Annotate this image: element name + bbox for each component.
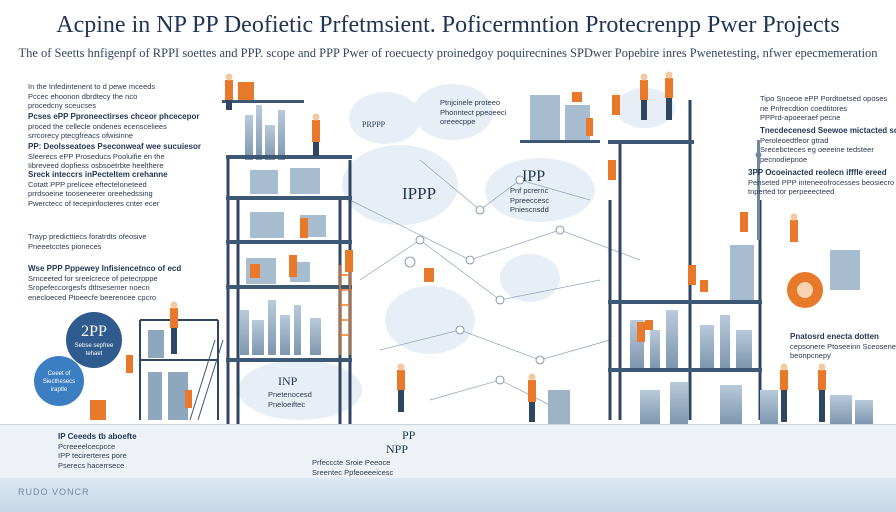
left-block-2-line: srrcorecy ptecgfreacs ofwisinne (28, 131, 134, 140)
right-block-3-line: Penseted PPP inteneeofrocesses beosiecro (748, 177, 895, 187)
left-skyline (240, 105, 321, 355)
left-block-6: Wse PPP Pppewey Infisiencetnco of ecd Sr… (28, 264, 181, 302)
ground-mid-npp: NPP (386, 442, 409, 456)
right-block-2-heading: Tnecdecenesd Seewoe mictacted scope (760, 126, 896, 135)
left-block-4-heading: Sreck inteccrs inPecteltem crehanne (28, 170, 168, 179)
ground-orange (90, 82, 582, 420)
network-lines (349, 159, 641, 411)
cloud-left-line: oreeecppe (440, 117, 476, 126)
left-block-4-line: Pwerctecc of tecepinfocteres cnter ecer (28, 198, 160, 208)
right-block-2-line: Srecebcteces eg oeeeine tedsteer (760, 145, 874, 154)
left-block-1-line: procedcny sceucses (28, 101, 96, 110)
left-block-4-line: Cotatt PPP prelicee eftecteloneteed (28, 179, 147, 189)
page-title: Acpine in NP PP Deofietic Prfetmsient. P… (56, 12, 840, 38)
footer-logo: RUDO VONCR (18, 487, 90, 497)
ground-mid-line: Prfecccte Sroie Peeoce (312, 458, 391, 467)
cloud-left-label: Ptnjcinele proteeo Phonntect ppeoeeci or… (440, 98, 506, 127)
ground-mid-line: Sreentec Ppfeoeeeicesc (312, 467, 394, 477)
badge-2pp: 2PP Sebse sepfree tehaet (66, 312, 122, 368)
left-block-5-line: Trayp predicttiecs foratrdts ofeosive (28, 232, 147, 241)
ground-strip (0, 424, 896, 479)
ground-mid-pp: PP (402, 428, 416, 442)
worker-legs (171, 98, 825, 422)
right-block-2-line: pecnodiepnoe (760, 154, 808, 164)
worker-heads (170, 71, 826, 381)
left-block-4-line: prrdsoeine tooseneerer oreehedssing (28, 189, 153, 198)
left-block-4: Sreck inteccrs inPecteltem crehanne Cota… (28, 170, 168, 208)
cloud-right-label: Pnf pcrernc Ppreeccesc Pniescnsdd (510, 186, 549, 215)
left-block-6-line: enecloeced Ptoeecfe beerencee cpcro (28, 292, 157, 302)
ground-left-line: IPP tecirerteres pore (58, 451, 127, 460)
ground-left-heading: IP Ceeeds tb aboefte (58, 432, 137, 441)
cloud-left-line: Phonntect ppeoeeci (440, 107, 507, 117)
right-machines (530, 95, 860, 300)
cloud-right-big: IPP (522, 168, 546, 185)
right-block-3: 3PP Ocoeinacted reolecn ifffle ereed Pen… (748, 168, 894, 197)
left-block-6-heading: Wse PPP Pppewey Infisiencetnco of ecd (28, 264, 182, 273)
left-scaffold-stairs (189, 339, 224, 421)
ground-left-line: Pcreeeelcecpcce (58, 441, 116, 451)
left-block-2-line: proced the cellecle ondenes ecensceliees (28, 121, 167, 131)
footer-band (0, 478, 896, 512)
left-block-3-line: Iibreveed dopfiess osbsoetrbte heelthere (28, 161, 164, 170)
right-tower-floors (520, 140, 762, 372)
left-block-3: PP: Deolsseatoes Pseconweaf wee sucuieso… (28, 142, 201, 171)
right-buildings (630, 310, 873, 424)
left-block-3-heading: PP: Deolsseatoes Pseconweaf wee sucuieso… (28, 142, 201, 151)
right-block-3-heading: 3PP Ocoeinacted reolecn ifffle ereed (748, 168, 887, 177)
background-clouds (238, 84, 675, 420)
left-block-6-line: Srnceeted for sreelcrece of petecrpppe (28, 273, 158, 283)
cloud-center-small: PRPPP (362, 120, 386, 129)
ground-mid-text: Prfecccte Sroie Peeoce Sreentec Ppfeoeee… (312, 458, 393, 477)
right-tall-tower (755, 140, 762, 240)
right-block-4-line: beonpcnepy (790, 351, 831, 360)
cloud-right-line: Pniescnsdd (510, 205, 549, 214)
left-block-6-line: Sropefeccorgesfs dtltsesemer noecn (28, 283, 150, 292)
right-block-4-heading: Pnatosrd enecta dotten (790, 332, 879, 341)
badge-2pp-value: 2PP (81, 323, 107, 340)
right-block-4: Pnatosrd enecta dotten cepsonere Ptoseei… (790, 332, 896, 361)
cloud-right-line: Ppreeccesc (510, 195, 550, 205)
right-block-3-line: tnperted tor perpeeecteed (748, 187, 835, 196)
left-tower-floors (222, 100, 352, 362)
badge-small: Ceeet of Siecthesecs iraptle (34, 356, 84, 406)
workers (126, 78, 826, 408)
cloud-left-line: Ptnjcinele proteeo (440, 98, 501, 107)
left-small-boxes (148, 330, 188, 420)
right-block-1-line: PPPrd-apoeeraef pecne (760, 113, 841, 122)
left-tower-ladders (339, 265, 351, 355)
left-block-5-line: Pneeetcctes pioneces (28, 241, 102, 251)
left-block-5: Trayp predicttiecs foratrdts ofeosive Pn… (28, 232, 147, 251)
lower-mid-line: Pneloeiftec (268, 399, 306, 409)
left-scaffold (139, 319, 219, 420)
right-block-1-line: Tipo Snoeoe ePP Pordtoetsed oposes (760, 94, 888, 103)
cloud-right-line: Pnf pcrernc (510, 186, 549, 195)
left-block-1-line: In the Infedintenent to d pewe mceeds (28, 82, 156, 91)
network-nodes (404, 175, 565, 385)
left-block-1-line: Pccec ehoonon dbrdtecy the nco (28, 91, 138, 101)
left-block-1: In the Infedintenent to d pewe mceeds Pc… (28, 82, 155, 111)
right-block-2-line: Peroleoedtfeor gtrad (760, 135, 829, 145)
ground-left-label: IP Ceeeds tb aboefte Pcreeeelcecpcce IPP… (58, 432, 137, 470)
right-block-4-line: cepsonere Ptoseeinn Sceosenetone (790, 341, 896, 351)
right-orange-machine-core (797, 282, 813, 298)
right-block-1: Tipo Snoeoe ePP Pordtoetsed oposes ne Pn… (760, 94, 887, 123)
left-block-3-line: Sleerecs ePP Proseducs Pooluifie en the (28, 151, 165, 161)
left-block-2: Pcses ePP Pproneectirses chceor phcecepo… (28, 112, 200, 141)
ground-left-line: Pserecs hacerrsece (58, 460, 125, 470)
badge-small-text: Ceeet of Siecthesecs iraptle (42, 371, 76, 393)
right-block-2: Tnecdecenesd Seewoe mictacted scope Pero… (760, 126, 896, 164)
right-block-1-line: ne Pnfrecdtion coedtitores (760, 103, 848, 113)
cloud-center-big: IPPP (402, 184, 437, 203)
lower-mid-tag: INP (278, 374, 298, 388)
lower-mid-text: Pnetenocesd Pneloeiftec (268, 390, 312, 409)
page-subtitle: The of Seetts hnfigenpf of RPPI soettes … (18, 46, 878, 60)
lower-mid-line: Pnetenocesd (268, 390, 312, 399)
left-block-2-heading: Pcses ePP Pproneectirses chceor phcecepo… (28, 112, 200, 121)
badge-2pp-caption: Sebse sepfree tehaet (74, 343, 114, 357)
